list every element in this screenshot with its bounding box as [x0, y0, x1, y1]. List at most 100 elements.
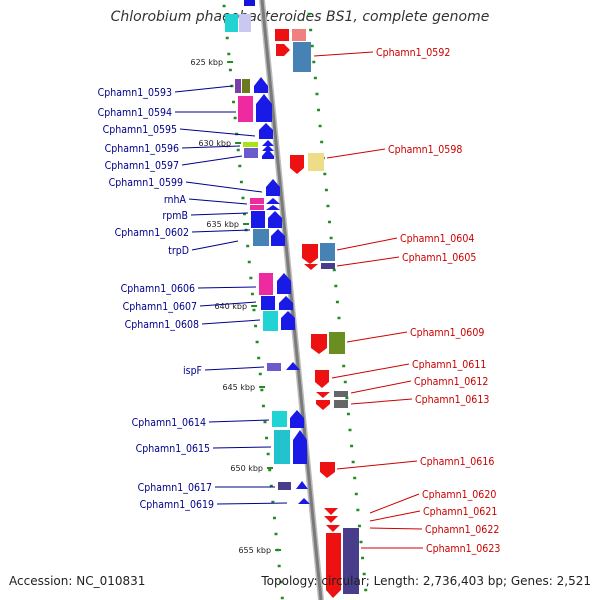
gene-feature[interactable]: [304, 263, 335, 270]
gene-feature[interactable]: [250, 198, 280, 210]
gene-label[interactable]: rpmB: [162, 210, 188, 222]
gene-label-leader: [350, 380, 412, 394]
gene-label[interactable]: Cphamn1_0592: [376, 47, 450, 59]
gene-label-leader: [369, 510, 421, 522]
gene-label-leader: [181, 155, 243, 166]
gene-label[interactable]: Cphamn1_0616: [420, 456, 494, 468]
gene-feature[interactable]: [278, 481, 308, 490]
gene-label[interactable]: trpD: [168, 245, 189, 257]
gene-label-leader: [212, 446, 272, 449]
genome-backbone-core: [260, 0, 323, 600]
gene-label[interactable]: Cphamn1_0611: [412, 359, 486, 371]
gene-label[interactable]: Cphamn1_0605: [402, 252, 476, 264]
gene-label[interactable]: Cphamn1_0608: [125, 319, 199, 331]
gene-feature[interactable]: [225, 0, 255, 32]
gene-label[interactable]: Cphamn1_0620: [422, 489, 496, 501]
gene-feature[interactable]: [235, 77, 268, 93]
gene-feature[interactable]: [244, 148, 274, 159]
gene-label-leader: [197, 286, 257, 289]
gene-label[interactable]: Cphamn1_0593: [98, 87, 172, 99]
gene-feature[interactable]: [251, 205, 282, 228]
gene-label[interactable]: Cphamn1_0615: [136, 443, 210, 455]
gene-feature[interactable]: [316, 400, 348, 410]
gene-label[interactable]: Cphamn1_0614: [132, 417, 206, 429]
gene-label[interactable]: Cphamn1_0612: [414, 376, 488, 388]
gene-label[interactable]: Cphamn1_0609: [410, 327, 484, 339]
gene-label-leader: [179, 128, 256, 137]
gene-feature[interactable]: [259, 123, 273, 139]
gene-label-leader: [336, 460, 418, 470]
gene-feature[interactable]: [326, 525, 340, 532]
gene-label-leader: [336, 256, 400, 267]
gene-feature[interactable]: [261, 296, 293, 310]
gene-label-leader: [313, 51, 374, 57]
accession-text: Accession: NC_010831: [9, 574, 146, 588]
tick-label: 630 kbp: [198, 139, 231, 148]
gene-label[interactable]: Cphamn1_0621: [423, 506, 497, 518]
gene-label[interactable]: Cphamn1_0607: [123, 301, 197, 313]
gene-feature[interactable]: [238, 94, 272, 122]
topology-text: Topology: circular; Length: 2,736,403 bp…: [261, 574, 591, 588]
gene-label-leader: [336, 237, 398, 251]
gene-label[interactable]: Cphamn1_0597: [105, 160, 179, 172]
tick-label: 650 kbp: [230, 464, 263, 473]
tick-dash-tracks: [222, 4, 368, 600]
tick-label: 635 kbp: [206, 220, 239, 229]
tick-label: 655 kbp: [238, 546, 271, 555]
gene-feature[interactable]: [275, 29, 311, 72]
gene-label-leader: [191, 240, 239, 251]
gene-label[interactable]: Cphamn1_0595: [103, 124, 177, 136]
gene-label[interactable]: ispF: [183, 365, 202, 377]
gene-label-leader: [201, 319, 261, 325]
gene-label[interactable]: Cphamn1_0623: [426, 543, 500, 555]
gene-label[interactable]: Cphamn1_0617: [138, 482, 212, 494]
gene-label-leader: [181, 145, 241, 149]
gene-feature[interactable]: [311, 332, 345, 354]
gene-label-leader: [174, 85, 233, 93]
gene-label[interactable]: Cphamn1_0622: [425, 524, 499, 536]
gene-label-leader: [216, 502, 288, 505]
gene-label-leader: [369, 493, 420, 514]
gene-feature[interactable]: [274, 430, 307, 464]
gene-label[interactable]: Cphamn1_0606: [121, 283, 195, 295]
gene-label[interactable]: Cphamn1_0602: [115, 227, 189, 239]
gene-label-leader: [369, 527, 423, 530]
gene-feature[interactable]: [316, 391, 348, 398]
gene-label-leader: [331, 363, 410, 379]
gene-label[interactable]: Cphamn1_0594: [98, 107, 172, 119]
gene-label-leader: [199, 301, 257, 307]
gene-feature[interactable]: [298, 498, 310, 504]
gene-feature[interactable]: [243, 140, 274, 151]
gene-feature[interactable]: [259, 273, 291, 295]
gene-feature[interactable]: [267, 362, 300, 371]
map-title: Chlorobium phaeobacteroides BS1, complet…: [110, 9, 490, 25]
tick-label: 640 kbp: [214, 302, 247, 311]
gene-label[interactable]: Cphamn1_0599: [109, 177, 183, 189]
gene-feature[interactable]: [266, 179, 280, 196]
gene-label-leader: [350, 398, 413, 405]
gene-feature[interactable]: [320, 462, 335, 478]
gene-feature[interactable]: [315, 370, 329, 388]
gene-feature[interactable]: [263, 311, 295, 331]
tick-label: 645 kbp: [222, 383, 255, 392]
gene-feature[interactable]: [326, 528, 359, 598]
gene-label-leader: [208, 419, 270, 423]
gene-label[interactable]: rnhA: [164, 194, 187, 206]
gene-label[interactable]: Cphamn1_0613: [415, 394, 489, 406]
gene-feature[interactable]: [324, 508, 338, 523]
gene-label[interactable]: Cphamn1_0604: [400, 233, 474, 245]
gene-feature[interactable]: [290, 153, 324, 174]
gene-feature[interactable]: [253, 229, 285, 246]
gene-label-leader: [188, 198, 248, 205]
tick-label: 625 kbp: [190, 58, 223, 67]
gene-label-leader: [185, 181, 263, 193]
gene-label[interactable]: Cphamn1_0598: [388, 144, 462, 156]
gene-label[interactable]: Cphamn1_0596: [105, 143, 179, 155]
gene-label-leader: [191, 229, 251, 233]
gene-feature[interactable]: [302, 243, 335, 264]
gene-label[interactable]: Cphamn1_0619: [140, 499, 214, 511]
gene-label-leader: [326, 148, 386, 159]
gene-label-leader: [190, 212, 249, 216]
gene-feature[interactable]: [272, 410, 304, 428]
